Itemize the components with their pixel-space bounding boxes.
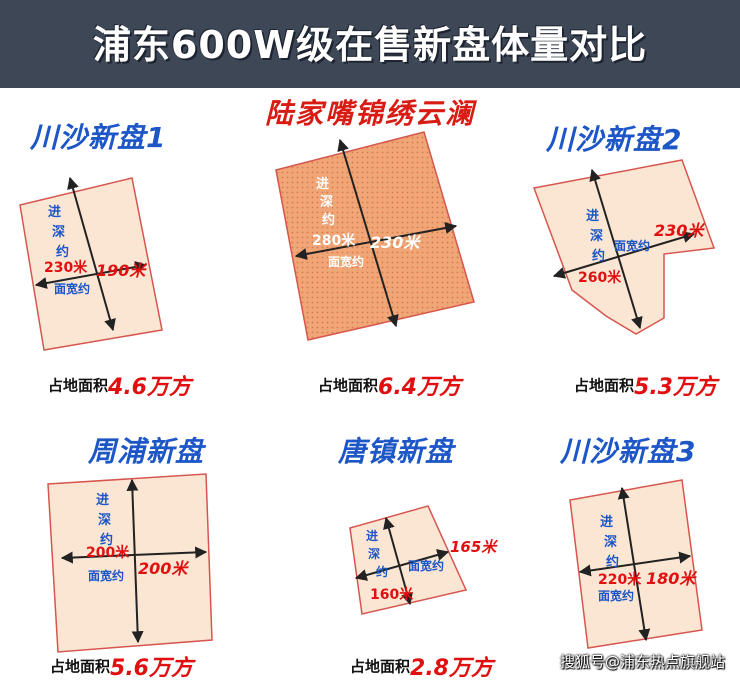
- lot-5-area: 占地面积2.8万方: [350, 650, 493, 682]
- lot-3-depth-label-3: 约: [592, 248, 605, 264]
- lot-3-title: 川沙新盘2: [546, 123, 683, 156]
- lot-2-area-prefix: 占地面积: [318, 376, 379, 395]
- lot-2-width-label: 面宽约: [328, 254, 364, 269]
- lot-4-width-value: 200米: [138, 559, 189, 578]
- lot-5-width-value: 165米: [450, 538, 498, 556]
- lot-3-area-prefix: 占地面积: [574, 376, 635, 395]
- lot-4-area-value: 5.6万方: [110, 656, 193, 681]
- lot-5-title: 唐镇新盘: [338, 435, 455, 468]
- lot-2-width-value: 230米: [370, 233, 421, 252]
- lot-5-depth-value: 160米: [370, 586, 414, 603]
- lot-5-depth-label-1: 进: [366, 528, 378, 543]
- lot-4-depth-label-1: 进: [96, 493, 109, 508]
- header-banner: 浦东600W级在售新盘体量对比: [0, 0, 740, 88]
- lot-6-title: 川沙新盘3: [560, 435, 697, 468]
- lot-3-depth-label-1: 进: [586, 209, 599, 224]
- lot-2-area-value: 6.4万方: [378, 375, 461, 400]
- lot-1-width-arrow: [34, 261, 148, 289]
- lot-1-width-value: 190米: [96, 261, 147, 280]
- lot-5-width-arrow: [354, 549, 450, 581]
- lot-1-depth-value: 230米: [44, 259, 88, 276]
- lot-4-depth-value: 200米: [86, 544, 130, 561]
- lot-3-area: 占地面积5.3万方: [574, 369, 717, 401]
- lot-4-width-label: 面宽约: [88, 568, 124, 583]
- lot-1-area-prefix: 占地面积: [48, 376, 109, 395]
- page-title: 浦东600W级在售新盘体量对比: [92, 23, 648, 67]
- lot-5-depth-label-2: 深: [368, 546, 380, 561]
- lot-2-depth-label-2: 深: [320, 194, 333, 210]
- lot-1-depth-label-2: 深: [52, 224, 65, 240]
- lot-1-width-label: 面宽约: [54, 281, 90, 296]
- lot-3-width-arrow: [552, 231, 696, 279]
- lot-5-width-label: 面宽约: [408, 558, 444, 573]
- lot-1-depth-arrow: [67, 176, 116, 332]
- lot-2-depth-value: 280米: [312, 232, 356, 249]
- lot-6-depth-label-2: 深: [604, 534, 617, 550]
- lot-3-width-label: 面宽约: [614, 238, 650, 253]
- lot-4-area: 占地面积5.6万方: [50, 650, 193, 682]
- lot-6-depth-value: 220米: [598, 571, 642, 588]
- lot-2-area: 占地面积6.4万方: [318, 369, 461, 401]
- lot-2-width-arrow: [294, 222, 458, 260]
- lot-6-depth-label-3: 约: [606, 554, 619, 570]
- lot-3-depth-label-2: 深: [590, 228, 603, 244]
- featured-project-title: 陆家嘴锦绣云澜: [264, 97, 475, 130]
- lot-4-width-arrow: [60, 546, 208, 564]
- lot-6-depth-label-1: 进: [600, 515, 613, 530]
- lot-6-width-label: 面宽约: [598, 588, 634, 603]
- lot-6-width-value: 180米: [646, 569, 697, 588]
- lot-3-depth-value: 260米: [578, 269, 622, 286]
- lot-4-area-prefix: 占地面积: [50, 657, 111, 676]
- lot-5-depth-label-3: 约: [376, 564, 388, 579]
- lot-3-area-value: 5.3万方: [634, 375, 717, 400]
- lot-1-depth-label-3: 约: [56, 244, 69, 260]
- lot-3-width-value: 230米: [654, 221, 705, 240]
- lot-1-area: 占地面积4.6万方: [48, 369, 191, 401]
- lot-1-depth-label-1: 进: [48, 205, 61, 220]
- watermark: 搜狐号@浦东热点旗舰站: [560, 653, 726, 671]
- lot-4-depth-label-2: 深: [98, 512, 111, 528]
- lot-1-area-value: 4.6万方: [108, 375, 191, 400]
- lot-6-width-arrow: [578, 551, 692, 577]
- lot-4-depth-label-3: 约: [100, 532, 113, 548]
- lot-5-area-value: 2.8万方: [410, 656, 493, 681]
- lot-5-area-prefix: 占地面积: [350, 657, 411, 676]
- lot-1-title: 川沙新盘1: [30, 121, 167, 154]
- lot-2-depth-label-1: 进: [316, 177, 329, 192]
- lot-4-title: 周浦新盘: [88, 435, 205, 468]
- lot-2-depth-label-3: 约: [322, 212, 335, 228]
